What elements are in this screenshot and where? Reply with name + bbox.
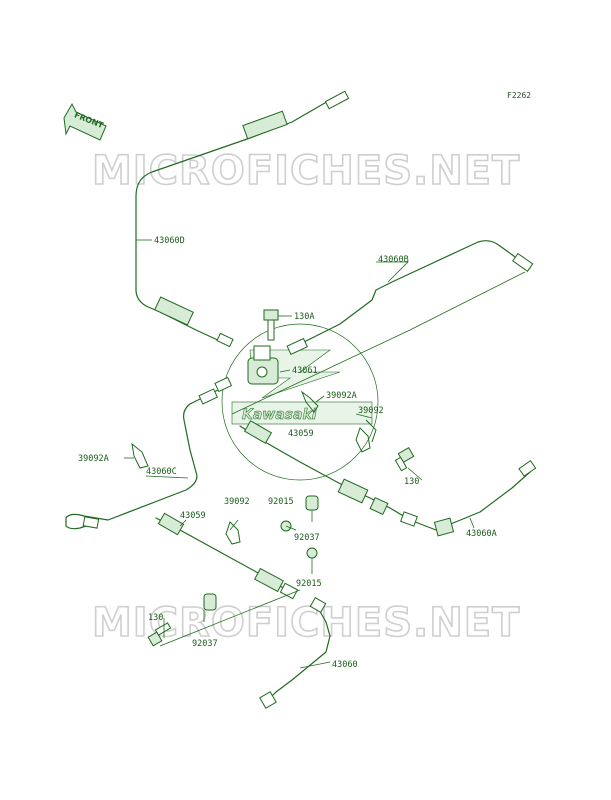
- clip-39092-top: [355, 419, 377, 453]
- figure-code: F2262: [507, 91, 531, 100]
- label-92015-bot: 92015: [296, 579, 322, 589]
- label-43061: 43061: [292, 366, 318, 376]
- pipe-43060: [159, 589, 331, 709]
- bolt-130A: [263, 309, 279, 341]
- pipe-43060D: [135, 90, 350, 348]
- label-130-left: 130: [148, 613, 163, 623]
- pipe-43060B: [231, 240, 534, 415]
- label-92015-top: 92015: [268, 497, 294, 507]
- label-39092A-top: 39092A: [326, 391, 357, 401]
- label-92037-mid: 92037: [294, 533, 320, 543]
- clip-39092-mid: [225, 521, 241, 545]
- clamp-92037-bot: [203, 547, 318, 611]
- label-43059-top: 43059: [288, 429, 314, 439]
- logo-text: Kawasaki: [242, 407, 317, 423]
- junction-block-43061: [247, 345, 279, 385]
- label-43060: 43060: [332, 660, 358, 670]
- label-39092-top: 39092: [358, 406, 384, 416]
- label-43060C: 43060C: [146, 467, 177, 477]
- label-39092A-left: 39092A: [78, 454, 109, 464]
- bolt-130-right: [394, 446, 415, 472]
- label-43060D: 43060D: [154, 236, 185, 246]
- watermark-bottom: MICROFICHES.NET: [92, 600, 520, 646]
- hose-43059-upper: [239, 420, 537, 537]
- bolt-130-left: [147, 622, 172, 647]
- clip-39092A-top: [300, 390, 319, 413]
- leader-lines: [124, 239, 475, 669]
- label-130-right: 130: [404, 477, 419, 487]
- label-43059-mid: 43059: [180, 511, 206, 521]
- label-43060A: 43060A: [466, 529, 497, 539]
- pipe-43060C: [65, 376, 233, 530]
- label-92037-bot: 92037: [192, 639, 218, 649]
- label-130A: 130A: [294, 312, 314, 322]
- front-arrow-icon: FRONT: [63, 102, 107, 141]
- clip-39092A-left: [131, 442, 149, 469]
- label-39092-mid: 39092: [224, 497, 250, 507]
- label-43060B: 43060B: [378, 255, 409, 265]
- watermark-top: MICROFICHES.NET: [92, 148, 520, 194]
- hose-43059-lower: [155, 512, 299, 600]
